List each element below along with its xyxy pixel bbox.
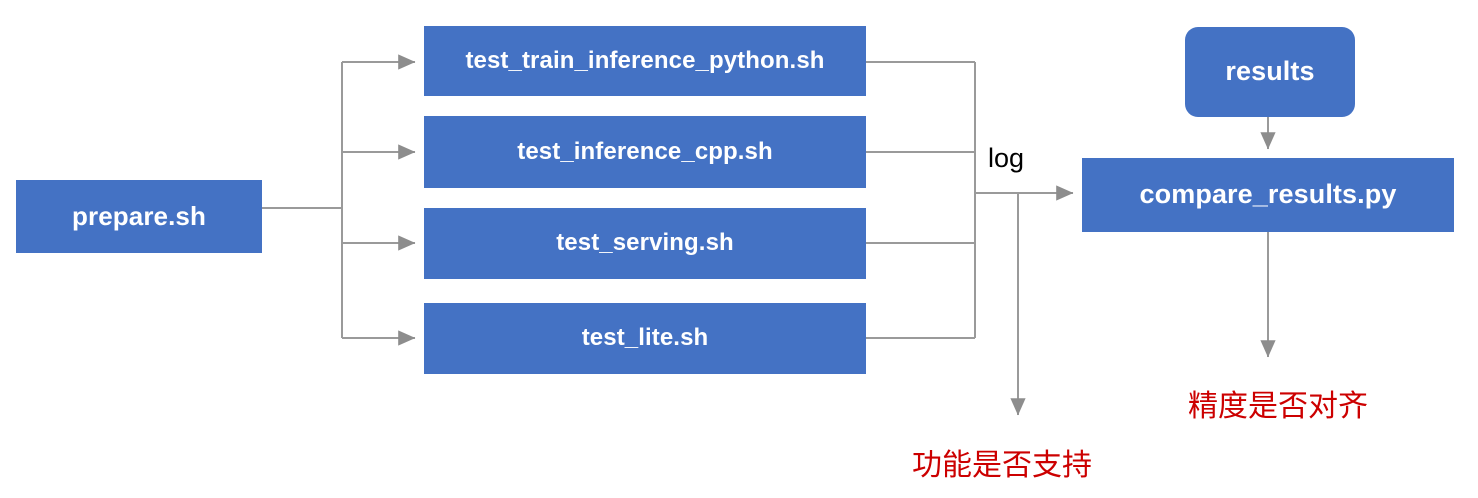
note-precision-aligned: 精度是否对齐 [1188, 390, 1368, 423]
node-test-serving-sh[interactable]: test_serving.sh [424, 208, 866, 279]
node-test-inference-cpp-sh[interactable]: test_inference_cpp.sh [424, 116, 866, 188]
edge-label-log: log [988, 143, 1025, 173]
node-test-lite-sh[interactable]: test_lite.sh [424, 303, 866, 374]
node-test-train-inference-python-sh[interactable]: test_train_inference_python.sh [424, 26, 866, 96]
node-prepare-sh[interactable]: prepare.sh [16, 180, 262, 253]
node-results[interactable]: results [1185, 27, 1355, 117]
node-compare-results-py[interactable]: compare_results.py [1082, 158, 1454, 232]
note-function-support: 功能是否支持 [912, 449, 1092, 482]
